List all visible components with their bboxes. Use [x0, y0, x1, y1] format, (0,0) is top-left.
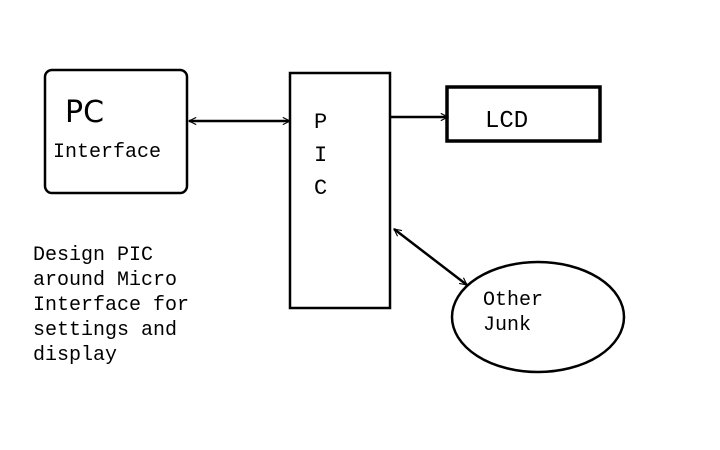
design-note-line-5: display — [33, 344, 117, 367]
other-junk-ellipse — [450, 260, 626, 374]
pic-otherjunk-double-arrow — [394, 228, 467, 286]
pc-interface-box — [43, 68, 189, 195]
pc-title-label: PC — [65, 95, 104, 130]
design-note-line-3: Interface for — [33, 294, 189, 317]
design-note-line-1: Design PIC — [33, 244, 153, 267]
design-note-line-2: around Micro — [33, 269, 177, 292]
pic-box — [288, 71, 392, 310]
pic-letter-p: P — [314, 110, 327, 135]
pic-letter-i: I — [314, 143, 327, 168]
pic-letter-c: C — [314, 176, 327, 201]
pc-subtitle-label: Interface — [53, 141, 161, 164]
other-junk-line-1: Other — [483, 289, 543, 312]
design-note-line-4: settings and — [33, 319, 177, 342]
lcd-label: LCD — [485, 108, 528, 135]
other-junk-line-2: Junk — [483, 314, 531, 337]
